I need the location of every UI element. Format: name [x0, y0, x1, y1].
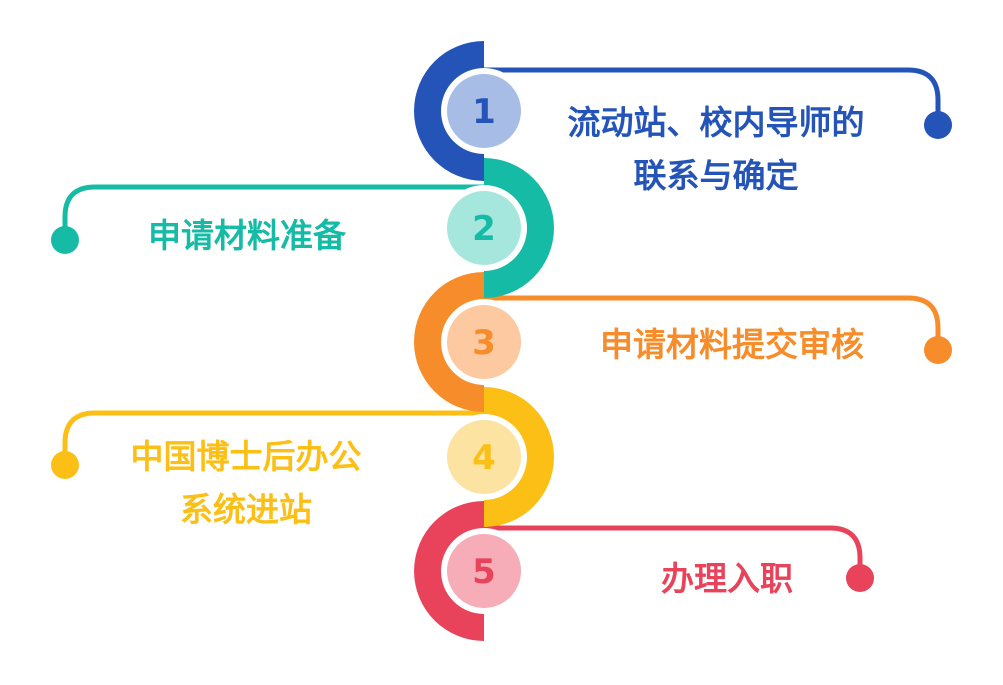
step-circle-2: [447, 191, 521, 265]
connector-line-2: [62, 184, 487, 243]
connector-dot-1: [924, 111, 952, 139]
step-circle-1: [447, 74, 521, 148]
connector-line-5: [481, 525, 863, 581]
connectors-layer: [51, 67, 952, 592]
step-number-5: 5: [472, 552, 496, 592]
step-number-2: 2: [472, 209, 496, 249]
step-label-4-line-2: 系统进站: [180, 490, 312, 529]
connector-dot-3: [924, 336, 952, 364]
labels-layer: 流动站、校内导师的联系与确定申请材料准备申请材料提交审核中国博士后办公系统进站办…: [131, 103, 865, 598]
step-label-4-line-1: 中国博士后办公: [131, 437, 362, 476]
step-circle-4: [447, 420, 521, 494]
step-label-5-line-1: 办理入职: [661, 559, 793, 598]
step-number-1: 1: [472, 92, 496, 132]
step-circle-3: [447, 305, 521, 379]
step-label-1-line-1: 流动站、校内导师的: [568, 103, 865, 142]
step-label-1-line-2: 联系与确定: [634, 156, 799, 195]
connector-dot-2: [51, 226, 79, 254]
circles-layer: 1 2 3 4 5: [441, 68, 527, 614]
connector-dot-4: [51, 451, 79, 479]
step-number-3: 3: [472, 323, 496, 363]
step-label-2-line-1: 申请材料准备: [148, 216, 347, 255]
step-label-3-line-1: 申请材料提交审核: [600, 325, 864, 364]
connector-dot-5: [846, 564, 874, 592]
step-number-4: 4: [472, 438, 496, 478]
connector-line-3: [481, 295, 941, 353]
connector-line-4: [62, 410, 487, 468]
connector-line-1: [481, 67, 941, 128]
step-circle-5: [447, 534, 521, 608]
